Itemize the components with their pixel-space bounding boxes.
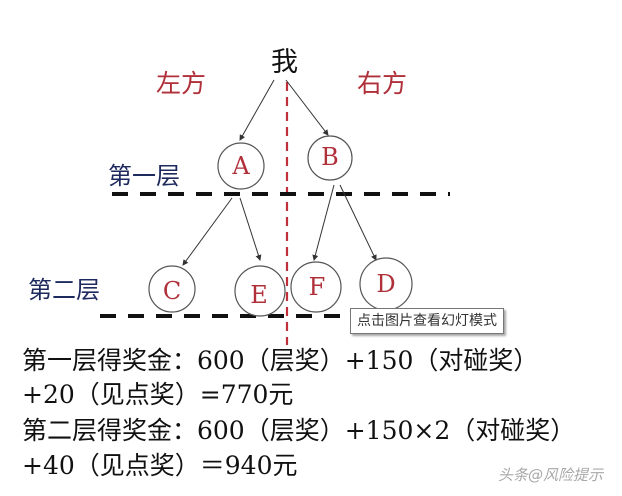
formula-line-2: +20（见点奖）=770元: [22, 380, 294, 409]
formula-line-3: 第二层得奖金：600（层奖）+150×2（对碰奖）: [22, 416, 576, 445]
right-side-label: 右方: [357, 69, 408, 98]
node-b: B: [307, 135, 353, 181]
slideshow-tooltip: 点击图片查看幻灯模式: [350, 308, 504, 334]
arrow-a-to-c: [182, 197, 233, 266]
node-a-label: A: [231, 152, 250, 180]
node-e-label: E: [250, 281, 268, 309]
node-d-label: D: [376, 270, 395, 298]
node-b-label: B: [321, 143, 339, 171]
node-c-label: C: [163, 277, 181, 305]
node-c: C: [148, 265, 196, 313]
arrow-root-to-b: [285, 79, 329, 136]
arrow-root-to-a: [239, 79, 275, 141]
node-d: D: [359, 257, 413, 311]
source-watermark: 头条@风险提示: [498, 466, 604, 484]
node-a: A: [217, 142, 265, 190]
node-e: E: [234, 265, 286, 317]
formula-line-4: +40（见点奖）＝940元: [22, 451, 298, 480]
node-f-label: F: [309, 273, 326, 301]
node-f: F: [290, 261, 342, 313]
formula-line-1: 第一层得奖金：600（层奖）+150（对碰奖）: [22, 346, 539, 375]
root-label: 我: [271, 47, 298, 78]
arrow-b-to-d: [339, 184, 377, 261]
layer-2-label: 第二层: [28, 276, 100, 304]
arrow-a-to-e: [239, 197, 262, 261]
left-side-label: 左方: [156, 69, 207, 98]
layer-1-label: 第一层: [108, 162, 180, 190]
arrow-b-to-f: [312, 184, 335, 261]
